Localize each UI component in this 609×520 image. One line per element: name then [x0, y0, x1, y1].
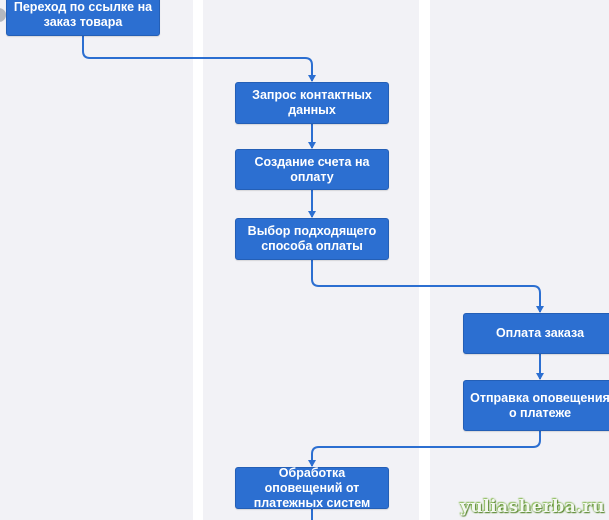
- partial-icon: [0, 8, 6, 22]
- connector-n6-n7: [308, 431, 541, 467]
- node-contact-request[interactable]: Запрос контактных данных: [235, 82, 389, 124]
- connector-n1-n2: [82, 36, 316, 82]
- node-label: Запрос контактных данных: [252, 88, 372, 117]
- node-product-order-link[interactable]: Переход по ссылке на заказ товара: [6, 0, 160, 36]
- node-label: Оплата заказа: [495, 326, 585, 340]
- watermark: yuliasherba.ru: [459, 497, 605, 517]
- node-label: Обработка оповещений от платежных систем: [253, 465, 371, 510]
- node-label: Отправка оповещения о платеже: [470, 390, 609, 420]
- node-order-payment[interactable]: Оплата заказа: [463, 313, 609, 354]
- connector-n4-n5: [311, 260, 544, 313]
- node-process-notifications[interactable]: Обработка оповещений от платежных систем: [235, 465, 389, 510]
- node-label: Создание счета на оплату: [254, 154, 370, 184]
- node-create-invoice[interactable]: Создание счета на оплату: [235, 149, 389, 190]
- node-payment-notification[interactable]: Отправка оповещения о платеже: [463, 380, 609, 431]
- node-payment-method[interactable]: Выбор подходящего способа оплаты: [235, 218, 389, 260]
- swimlane-3: [430, 0, 609, 520]
- node-label: Переход по ссылке на заказ товара: [13, 0, 153, 29]
- node-label: Выбор подходящего способа оплаты: [247, 224, 377, 253]
- swimlane-1: [0, 0, 193, 520]
